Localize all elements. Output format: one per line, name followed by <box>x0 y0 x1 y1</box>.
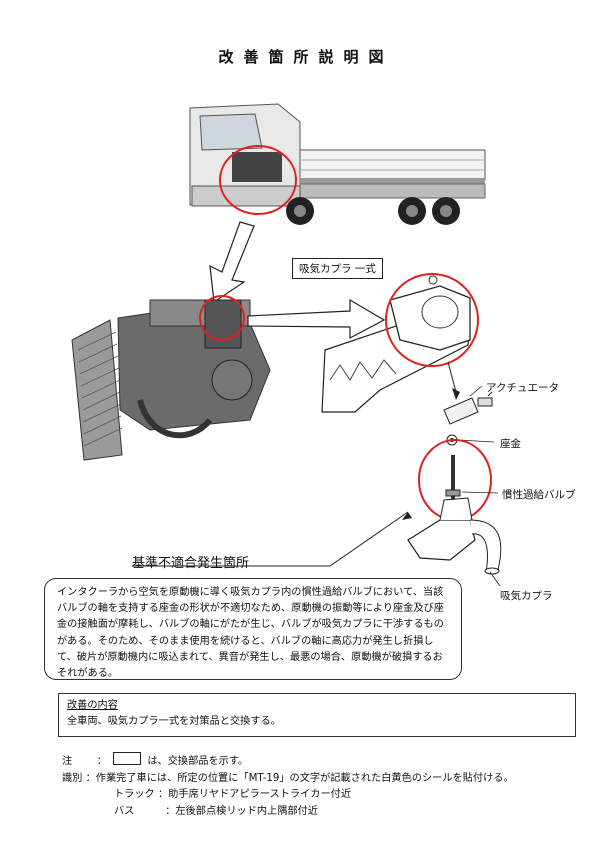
truck-image <box>189 103 486 225</box>
intake-manifold-drawing <box>321 273 479 413</box>
remedy-box: 改善の内容 全車両、吸気カプラ一式を対策品と交換する。 <box>58 693 576 737</box>
truck-text: ：助手席リヤドアピラーストライカー付近 <box>158 789 352 800</box>
bus-label: バス <box>114 805 135 817</box>
seat-label: 座金 <box>500 438 521 450</box>
intake-coupler-part <box>407 497 502 587</box>
notes-section: 注 ： は、交換部品を示す。 識別 ：作業完了車には、所定の位置に「MT-19」… <box>62 752 514 820</box>
inertia-valve-label: 慣性過給バルブ <box>502 489 576 501</box>
location-title: 基準不適合発生箇所 <box>132 556 250 571</box>
note-text: は、交換部品を示す。 <box>147 756 249 767</box>
remedy-heading: 改善の内容 <box>67 700 118 711</box>
arrow-truck-to-engine <box>209 221 255 304</box>
id-label: 識別 <box>62 772 83 784</box>
intake-coupler-label: 吸気カプラ <box>500 590 553 602</box>
note-separator: ： <box>96 756 107 767</box>
id-text: ：作業完了車には、所定の位置に「MT-19」の文字が記載された白黄色のシールを貼… <box>85 772 514 784</box>
arrow-engine-to-cap <box>247 298 386 339</box>
remedy-text: 全車両、吸気カプラ一式を対策品と交換する。 <box>67 716 281 727</box>
replacement-part-box-icon <box>113 752 142 765</box>
description-box: インタクーラから空気を原動機に導く吸気カプラ内の慣性過給バルブにおいて、当該バル… <box>44 578 462 680</box>
actuator-part <box>443 391 493 425</box>
actuator-label: アクチュエータ <box>486 382 559 394</box>
engine-image <box>71 295 271 461</box>
note-label: 注 <box>62 756 73 767</box>
page-title: 改善箇所説明図 <box>218 48 394 66</box>
cap-assembly-label: 吸気カプラ 一式 <box>292 258 383 279</box>
truck-row: トラック ：助手席リヤドアピラーストライカー付近 <box>62 787 514 804</box>
bus-text: ：左後部点検リッド内上隅部付近 <box>165 805 319 817</box>
description-text: インタクーラから空気を原動機に導く吸気カプラ内の慣性過給バルブにおいて、当該バル… <box>57 587 444 680</box>
id-row: 識別 ：作業完了車には、所定の位置に「MT-19」の文字が記載された白黄色のシー… <box>62 771 514 788</box>
note-row: 注 ： は、交換部品を示す。 <box>62 752 514 771</box>
bus-row: バス ：左後部点検リッド内上隅部付近 <box>62 804 514 821</box>
truck-label: トラック <box>114 789 155 800</box>
